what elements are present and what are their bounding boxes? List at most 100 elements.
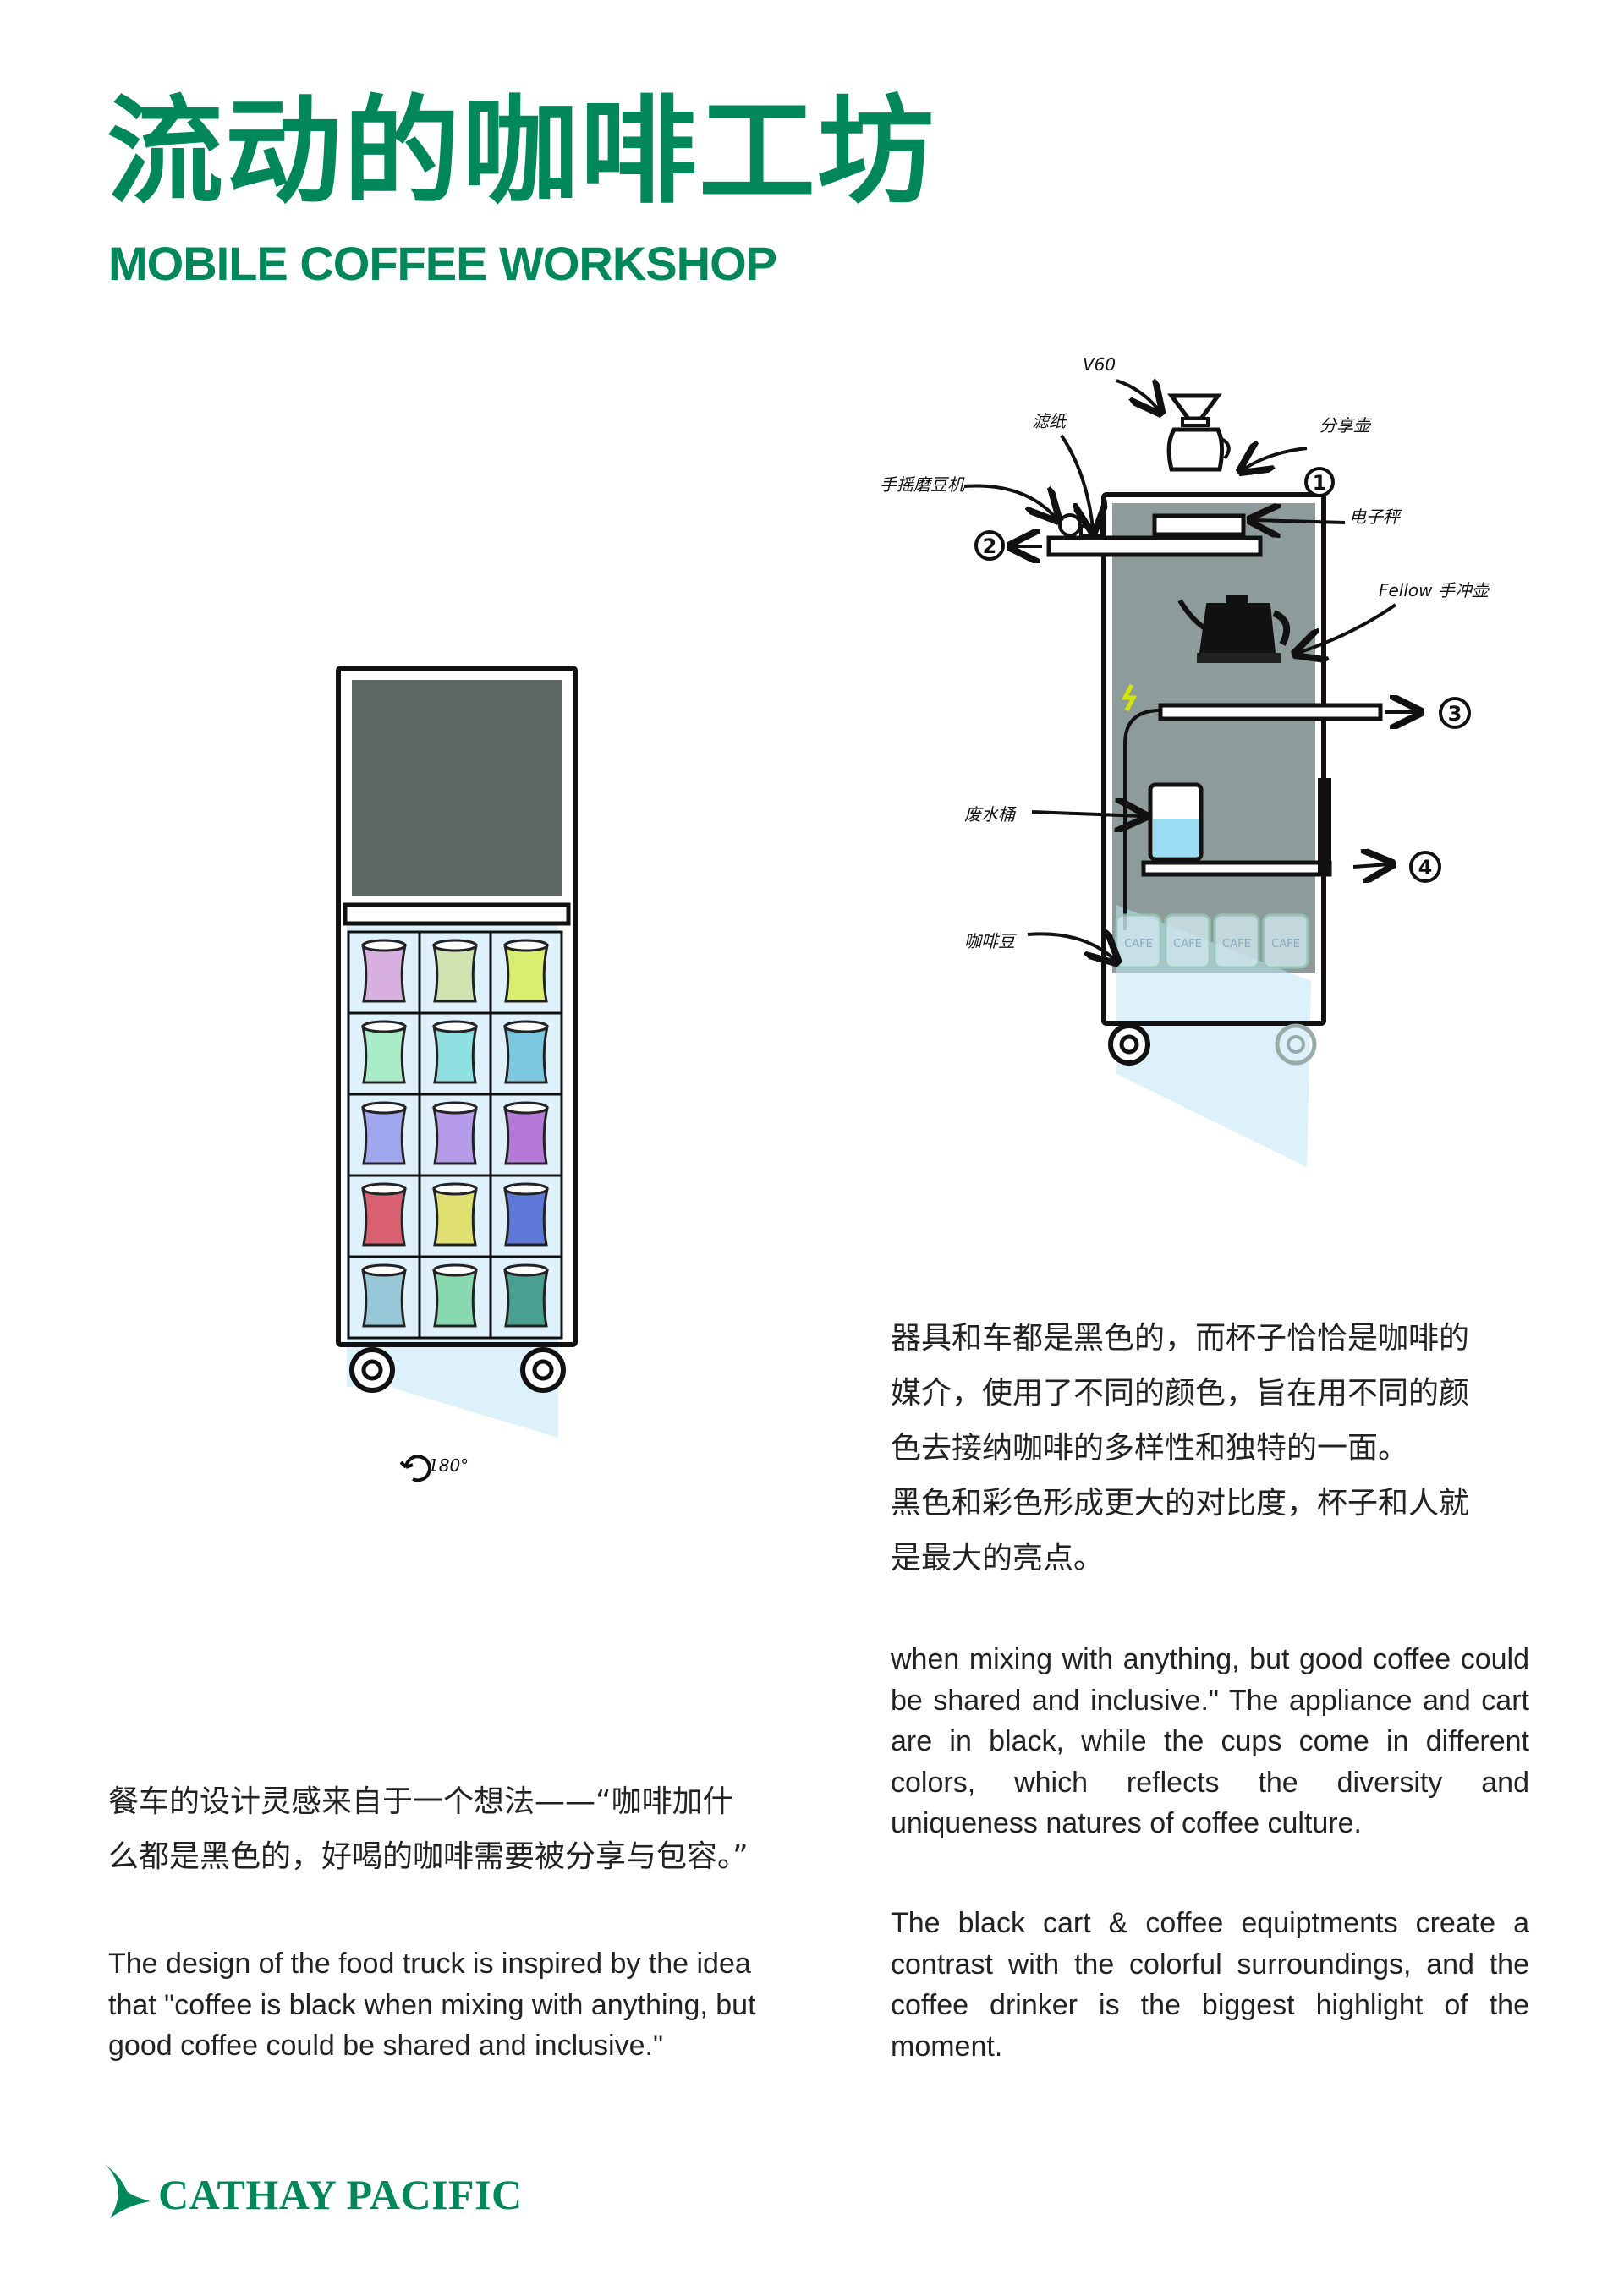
cart-gray-panel	[1112, 503, 1315, 973]
cabinet-shelf	[343, 902, 571, 926]
cup-rim	[361, 939, 407, 952]
left-zh-line: 么都是黑色的，好喝的咖啡需要被分享与包容。”	[108, 1839, 749, 1874]
kettle-icon	[1177, 595, 1291, 663]
bean-can-icon	[1213, 913, 1260, 969]
cup-icon	[503, 944, 549, 1003]
waste-bucket-icon	[1148, 782, 1204, 862]
cart-wheel-right	[1275, 1023, 1317, 1066]
rotation-label: 180°	[428, 1455, 469, 1476]
brand-name: CATHAY PACIFIC	[158, 2171, 523, 2218]
scale-icon	[1152, 513, 1246, 537]
right-description-en-1: when mixing with anything, but good coff…	[891, 1643, 1529, 1839]
left-description-zh: 餐车的设计灵感来自于一个想法——“咖啡加什 么都是黑色的，好喝的咖啡需要被分享与…	[108, 1774, 819, 1884]
server-icon	[1166, 427, 1231, 472]
arrow-grinder	[963, 484, 1056, 518]
marker-4-number: 4	[1418, 856, 1433, 879]
cart-lower-shelf	[1141, 860, 1332, 877]
cup-icon	[503, 1106, 549, 1165]
bean-can-label: CAFE	[1173, 938, 1202, 951]
left-en-line: The design of the food truck is inspired…	[108, 1948, 751, 1980]
label-scale: 电子秤	[1349, 507, 1402, 527]
rotate-icon	[399, 1455, 431, 1482]
marker-3-number: 3	[1448, 702, 1462, 726]
marker-2-number: 2	[983, 534, 997, 558]
cart-middle-shelf	[1158, 703, 1383, 721]
marker-1-number: 1	[1313, 471, 1327, 495]
left-en-line: that "coffee is black when mixing with a…	[108, 1988, 756, 2021]
cup-icon	[361, 1106, 407, 1165]
cart-top-shelf	[1046, 535, 1263, 557]
lightning-icon	[1121, 683, 1138, 712]
arrow-filter-paper	[1060, 434, 1093, 529]
marker-1: 1	[1304, 467, 1335, 497]
right-zh-line: 媒介，使用了不同的颜色，旨在用不同的颜	[891, 1376, 1470, 1411]
marker-4: 4	[1352, 852, 1441, 881]
cup-rim	[432, 1263, 478, 1277]
cup-icon	[361, 944, 407, 1003]
cup-icon	[361, 1025, 407, 1084]
arrow-waste-bucket	[1031, 812, 1142, 816]
right-zh-line: 是最大的亮点。	[891, 1541, 1105, 1575]
side-handle	[1318, 778, 1331, 876]
arrow-server	[1243, 448, 1308, 469]
right-zh-line: 器具和车都是黑色的，而杯子恰恰是咖啡的	[891, 1321, 1470, 1356]
cup-rim	[503, 1020, 549, 1033]
cabinet-wheel-left	[349, 1347, 395, 1393]
label-filter-paper: 滤纸	[1032, 411, 1068, 431]
cup-rim	[503, 1263, 549, 1277]
label-coffee-beans: 咖啡豆	[964, 931, 1018, 951]
cabinet-dark-panel	[352, 680, 562, 896]
cup-icon	[432, 1269, 478, 1328]
cup-icon	[503, 1187, 549, 1247]
page-title-zh: 流动的咖啡工坊	[107, 84, 936, 220]
arrow-kettle	[1298, 603, 1397, 653]
cart-frame	[1101, 492, 1326, 1026]
cup-rim	[361, 1020, 407, 1033]
marker-2: 2	[974, 532, 1042, 559]
cup-icon	[503, 1025, 549, 1084]
cup-rim	[503, 939, 549, 952]
cabinet-frame	[336, 666, 578, 1347]
cup-rim	[361, 1263, 407, 1277]
bean-can-label: CAFE	[1271, 938, 1300, 951]
cup-icon	[432, 1106, 478, 1165]
cup-icon	[432, 1187, 478, 1247]
cup-icon	[432, 944, 478, 1003]
arrow-v60	[1116, 381, 1159, 410]
brand-logo: CATHAY PACIFIC	[103, 2161, 522, 2228]
arrow-scale	[1254, 520, 1346, 523]
left-description-en: The design of the food truck is inspired…	[108, 1943, 815, 2067]
cup-cabinet-illustration: 180°	[336, 666, 578, 1482]
cup-icon	[361, 1269, 407, 1328]
cup-rim	[432, 1020, 478, 1033]
cup-rim	[503, 1101, 549, 1115]
cart-wheel-left	[1108, 1023, 1150, 1066]
right-zh-line: 色去接纳咖啡的多样性和独特的一面。	[891, 1431, 1409, 1466]
bean-can-icon	[1164, 913, 1211, 969]
label-server: 分享壶	[1320, 415, 1373, 436]
cup-rim	[503, 1182, 549, 1196]
cup-grid	[347, 930, 563, 1340]
left-zh-line: 餐车的设计灵感来自于一个想法——“咖啡加什	[108, 1784, 733, 1819]
arrow-coffee-beans	[1027, 934, 1115, 960]
cup-rim	[432, 1101, 478, 1115]
grinder-icon	[1058, 513, 1103, 538]
cup-rim	[361, 1182, 407, 1196]
right-description-zh: 器具和车都是黑色的，而杯子恰恰是咖啡的 媒介，使用了不同的颜色，旨在用不同的颜 …	[891, 1311, 1533, 1586]
bean-can-icon	[1262, 913, 1309, 969]
cup-rim	[432, 939, 478, 952]
right-zh-line: 黑色和彩色形成更大的对比度，杯子和人就	[891, 1486, 1470, 1521]
cup-icon	[361, 1187, 407, 1247]
label-v60: V60	[1083, 354, 1116, 375]
cup-rim	[432, 1182, 478, 1196]
v60-dripper-icon	[1167, 393, 1222, 427]
cup-rim	[361, 1101, 407, 1115]
left-en-line: good coffee could be shared and inclusiv…	[108, 2030, 664, 2062]
label-grinder: 手摇磨豆机	[880, 474, 965, 495]
label-kettle: Fellow 手冲壶	[1379, 580, 1491, 600]
brushwing-logo-icon	[105, 2164, 151, 2218]
cabinet-wheel-right	[520, 1347, 566, 1393]
right-description-en-2: The black cart & coffee equiptments crea…	[891, 1907, 1529, 2063]
